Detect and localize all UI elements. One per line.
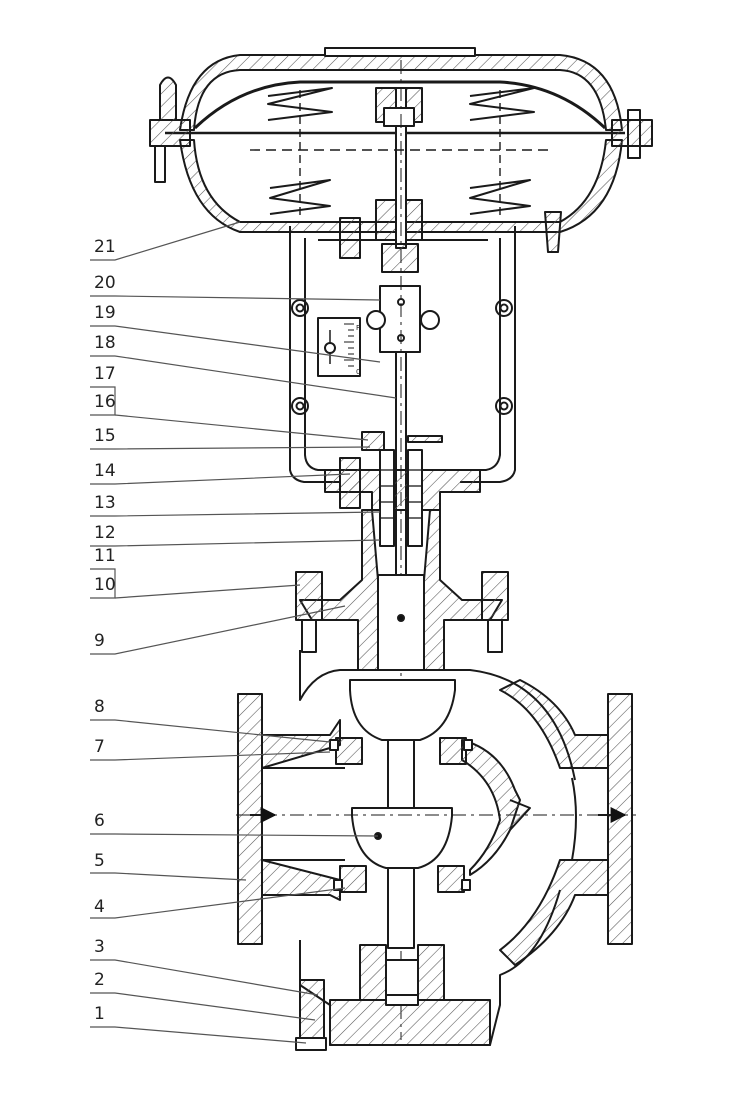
callout-label-1: 1 [94,1004,105,1024]
callout-label-3: 3 [94,937,105,957]
callout-label-18: 18 [94,333,116,353]
callout-label-11: 11 [94,546,116,566]
callout-label-16: 16 [94,392,116,412]
bottom-flange [329,994,491,1046]
callout-label-20: 20 [94,273,116,293]
callout-label-5: 5 [94,851,105,871]
guide-bushing [359,944,445,1001]
stem-connector [366,243,440,353]
callout-label-10: 10 [94,575,116,595]
packing [379,449,423,547]
indicator-marks: F0 [356,324,360,376]
callout-label-17: 17 [94,364,116,384]
indicator-mark: 0 [356,368,360,376]
callout-label-6: 6 [94,811,105,831]
indicator-mark: F [356,324,360,332]
callout-label-21: 21 [94,237,116,257]
callout-label-13: 13 [94,493,116,513]
callout-label-9: 9 [94,631,105,651]
seat-ring-upper [335,737,467,765]
callout-label-15: 15 [94,426,116,446]
upper-gasket [329,739,473,751]
callout-label-7: 7 [94,737,105,757]
yoke-base [324,431,481,511]
callout-label-2: 2 [94,970,105,990]
callout-label-4: 4 [94,897,105,917]
callout-label-14: 14 [94,461,116,481]
bonnet [299,509,503,671]
travel-indicator [317,317,361,377]
callout-label-12: 12 [94,523,116,543]
bottom-stud [295,979,327,1051]
leader-lines [90,221,397,1044]
yoke [289,226,516,483]
callout-label-19: 19 [94,303,116,323]
callout-label-8: 8 [94,697,105,717]
plug [349,679,456,949]
